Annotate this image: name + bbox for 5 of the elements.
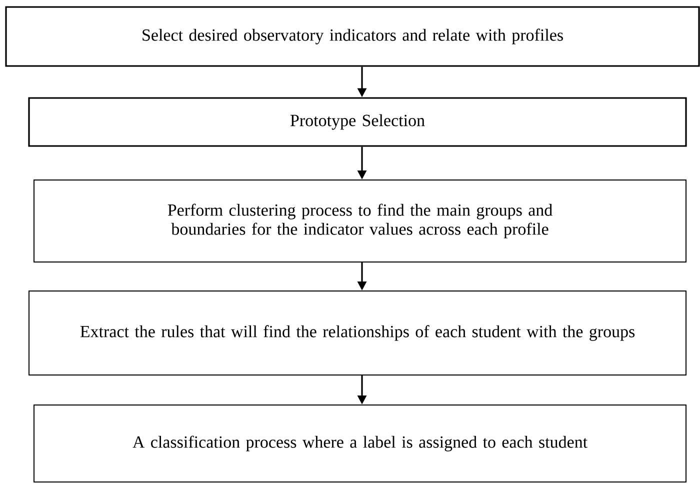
- process-box: Select desired observatory indicators and relate with profiles: [5, 6, 700, 67]
- process-box: Extract the rules that will find the relationships of each student with the groups: [28, 290, 686, 376]
- process-box: A classification process where a label is assigned to each student: [34, 404, 686, 482]
- process-box: Prototype Selection: [28, 97, 687, 147]
- process-box: Perform clustering process to find the main groups and boundaries for the indicator values across each profile: [34, 180, 686, 262]
